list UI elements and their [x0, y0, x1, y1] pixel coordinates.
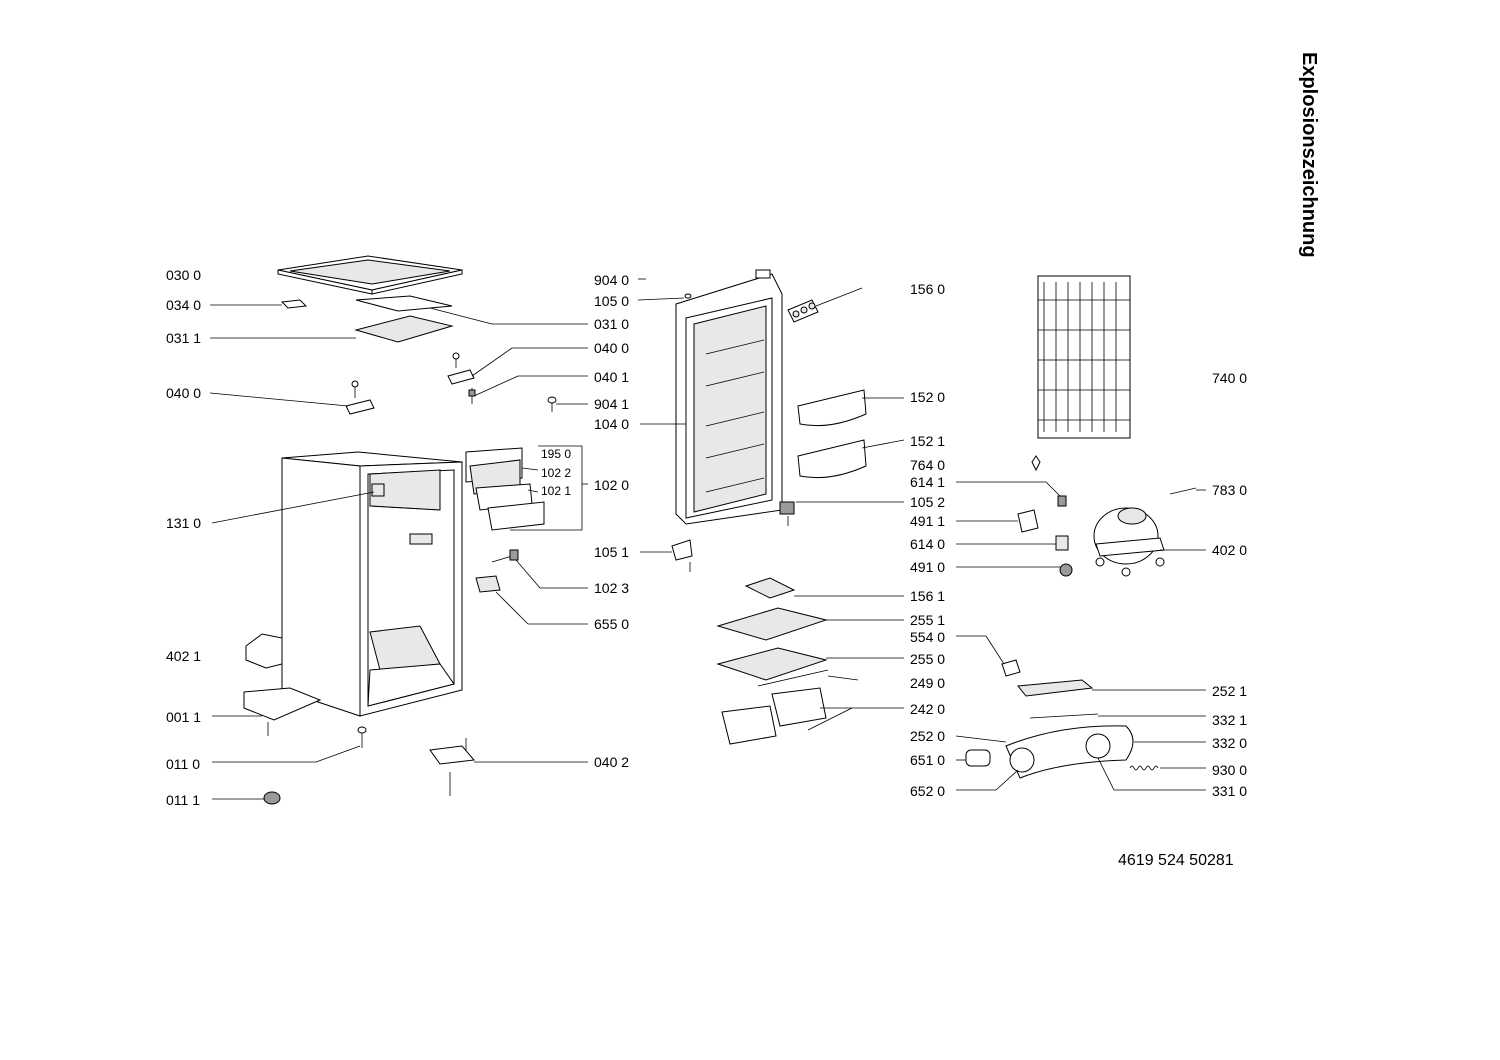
- part-label: 034 0: [166, 297, 202, 313]
- screw-part: [547, 396, 557, 412]
- glass-shelf-upper-part: [716, 607, 828, 641]
- relay-cover-part: [1017, 509, 1039, 533]
- cabinet-body: [281, 451, 463, 717]
- relay-part: [1057, 495, 1067, 507]
- part-label: 195 0: [541, 447, 572, 461]
- lamp-part: [965, 749, 991, 767]
- part-label: 102 3: [594, 580, 630, 596]
- part-label: 491 0: [910, 559, 946, 575]
- part-label: 614 0: [910, 536, 946, 552]
- door-shelf-lower-part: [797, 439, 867, 479]
- part-label: 040 0: [166, 385, 202, 401]
- part-label: 332 1: [1212, 712, 1248, 728]
- part-label: 255 0: [910, 651, 946, 667]
- part-label: 554 0: [910, 629, 946, 645]
- shelf-strip-part: [757, 669, 829, 687]
- part-label: 156 1: [910, 588, 946, 604]
- drier-part: [1031, 455, 1041, 472]
- spring-part: [1129, 765, 1159, 771]
- part-label: 102 2: [541, 466, 572, 480]
- drawing-title: Explosionszeichnung: [1298, 52, 1320, 258]
- part-label: 252 1: [1212, 683, 1248, 699]
- part-label: 031 1: [166, 330, 202, 346]
- small-plate-part: [280, 299, 308, 309]
- tube-part: [1169, 487, 1197, 495]
- screw-011-part: [357, 726, 367, 748]
- part-label: 102 1: [541, 484, 572, 498]
- part-label: 105 2: [910, 494, 946, 510]
- part-label: 614 1: [910, 474, 946, 490]
- part-label: 152 1: [910, 433, 946, 449]
- part-label: 001 1: [166, 709, 202, 725]
- part-label: 102 0: [594, 477, 630, 493]
- evaporator-door-parts: [465, 447, 545, 531]
- part-label: 930 0: [1212, 762, 1248, 778]
- part-label: 332 0: [1212, 735, 1248, 751]
- part-label: 011 1: [166, 792, 200, 808]
- latch-part: [491, 549, 519, 563]
- door-shelf-upper-part: [797, 389, 867, 427]
- crisper-drawer-left-part: [721, 705, 777, 745]
- compressor-part: [1093, 507, 1165, 577]
- part-label: 904 0: [594, 272, 630, 288]
- hinge-upper-part: [447, 352, 475, 385]
- starter-relay-part: [1055, 535, 1069, 551]
- part-label: 156 0: [910, 281, 946, 297]
- part-label: 105 0: [594, 293, 630, 309]
- part-label: 152 0: [910, 389, 946, 405]
- document-number: 4619 524 50281: [1118, 852, 1234, 869]
- hinge-pin-part: [468, 388, 476, 404]
- part-label: 040 1: [594, 369, 630, 385]
- part-label: 040 2: [594, 754, 630, 770]
- part-label: 491 1: [910, 513, 946, 529]
- base-support-part: [245, 633, 283, 669]
- crisper-drawer-right-part: [771, 687, 827, 727]
- bottom-bracket-part: [243, 687, 322, 721]
- egg-tray-part: [787, 299, 819, 323]
- glass-shelf-lower-part: [716, 647, 828, 681]
- cover-plate-part: [354, 315, 454, 343]
- hinge-left-part: [345, 380, 375, 415]
- part-label: 030 0: [166, 267, 202, 283]
- part-label: 031 0: [594, 316, 630, 332]
- part-label: 104 0: [594, 416, 630, 432]
- part-label: 242 0: [910, 701, 946, 717]
- part-label: 011 0: [166, 756, 200, 772]
- thermostat-housing-part: [1005, 725, 1134, 779]
- ice-tray-part: [744, 577, 796, 599]
- clip-part: [475, 575, 501, 593]
- thin-plate-part: [355, 295, 453, 312]
- part-label: 402 1: [166, 648, 202, 664]
- door-part: [675, 269, 783, 525]
- part-label: 655 0: [594, 616, 630, 632]
- part-label: 105 1: [594, 544, 630, 560]
- part-label: 252 0: [910, 728, 946, 744]
- part-label: 740 0: [1212, 370, 1248, 386]
- part-label: 783 0: [1212, 482, 1248, 498]
- condenser-coil-part: [1037, 275, 1131, 439]
- lamp-holder-part: [1001, 659, 1021, 677]
- part-label: 249 0: [910, 675, 946, 691]
- control-strip-part: [1029, 713, 1099, 719]
- clamp-part: [1059, 563, 1073, 577]
- part-label: 331 0: [1212, 783, 1248, 799]
- top-frame-part: [277, 255, 463, 295]
- part-label: 652 0: [910, 783, 946, 799]
- part-label: 255 1: [910, 612, 946, 628]
- door-screw-part: [684, 293, 692, 299]
- part-label: 651 0: [910, 752, 946, 768]
- part-label: 904 1: [594, 396, 630, 412]
- part-label: 764 0: [910, 457, 946, 473]
- part-label: 131 0: [166, 515, 202, 531]
- part-label: 040 0: [594, 340, 630, 356]
- bottom-hinge-part: [429, 738, 475, 796]
- part-label: 402 0: [1212, 542, 1248, 558]
- control-cover-part: [1017, 679, 1094, 697]
- door-hinge-part: [671, 539, 693, 572]
- leader-lines: [209, 278, 1206, 800]
- hinge-cover-part: [779, 501, 795, 515]
- foot-part: [263, 791, 281, 805]
